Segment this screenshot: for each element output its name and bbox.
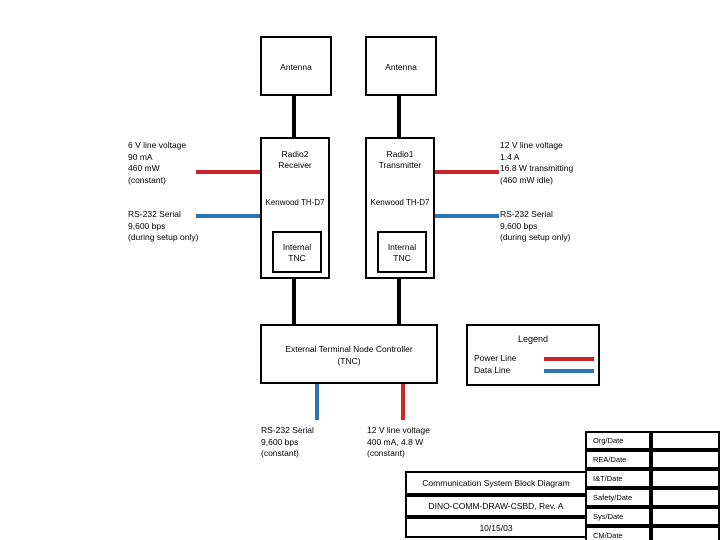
left-power-annotation: 6 V line voltage 90 mA 460 mW (constant) [128,140,187,185]
signature-row-value-0[interactable] [651,431,720,450]
signature-row-label-3: Safety/Date [585,488,651,507]
antenna-left-block: Antenna [260,36,332,96]
external-tnc-line2: (TNC) [337,356,361,366]
external-tnc-power-drop [401,384,405,420]
signature-row-label-1: REA/Date [585,450,651,469]
radio1-title-line2: Transmitter [378,160,422,170]
legend-data-label: Data Line [474,365,511,375]
title-block-title-cell: Communication System Block Diagram [405,471,587,495]
legend-power-swatch [544,357,594,361]
right-power-annotation: 12 V line voltage 1.4 A 16.8 W transmitt… [500,140,574,185]
radio2-data-line [196,214,260,218]
signature-row-value-2[interactable] [651,469,720,488]
signature-row-label-2: I&T/Date [585,469,651,488]
signature-row-label-5: CM/Date [585,526,651,540]
radio2-to-tnc-line [292,279,296,324]
radio1-internal-tnc-line1: Internal [387,242,417,252]
antenna-right-label: Antenna [385,62,417,72]
legend-box: Legend Power Line Data Line [466,324,600,386]
signature-row-value-3[interactable] [651,488,720,507]
signature-row-value-5[interactable] [651,526,720,540]
signature-row-label-0: Org/Date [585,431,651,450]
external-tnc-data-drop [315,384,319,420]
signature-row-value-1[interactable] [651,450,720,469]
radio2-title-line2: Receiver [278,160,312,170]
radio2-internal-tnc-line1: Internal [282,242,312,252]
external-tnc-block: External Terminal Node Controller (TNC) [260,324,438,384]
signature-row-value-4[interactable] [651,507,720,526]
signature-row-label-4: Sys/Date [585,507,651,526]
antenna-right-block: Antenna [365,36,437,96]
radio2-internal-tnc-block: Internal TNC [272,231,322,273]
radio1-transmitter-block: Radio1 Transmitter Kenwood TH-D7 Interna… [365,137,435,279]
bottom-power-annotation: 12 V line voltage 400 mA, 4.8 W (constan… [367,425,430,458]
radio1-internal-tnc-line2: TNC [393,253,411,263]
antenna-right-feed-line [397,96,401,137]
radio2-internal-tnc-line2: TNC [288,253,306,263]
title-block-date-cell: 10/15/03 [405,517,587,538]
external-tnc-line1: External Terminal Node Controller [285,344,413,354]
radio1-model-label: Kenwood TH-D7 [370,198,430,207]
legend-power-label: Power Line [474,353,517,363]
left-data-annotation: RS-232 Serial 9,600 bps (during setup on… [128,209,199,242]
radio1-power-line [435,170,499,174]
title-block-docnum-cell: DINO-COMM-DRAW-CSBD, Rev. A [405,495,587,517]
radio1-internal-tnc-block: Internal TNC [377,231,427,273]
legend-data-swatch [544,369,594,373]
radio2-title-line1: Radio2 [281,149,309,159]
radio2-receiver-block: Radio2 Receiver Kenwood TH-D7 Internal T… [260,137,330,279]
radio1-title-line1: Radio1 [386,149,414,159]
radio1-to-tnc-line [397,279,401,324]
bottom-data-annotation: RS-232 Serial 9,600 bps (constant) [261,425,314,458]
antenna-left-label: Antenna [280,62,312,72]
right-data-annotation: RS-232 Serial 9,600 bps (during setup on… [500,209,571,242]
radio1-data-line [435,214,499,218]
antenna-left-feed-line [292,96,296,137]
legend-title: Legend [517,334,549,344]
radio2-power-line [196,170,260,174]
radio2-model-label: Kenwood TH-D7 [265,198,325,207]
